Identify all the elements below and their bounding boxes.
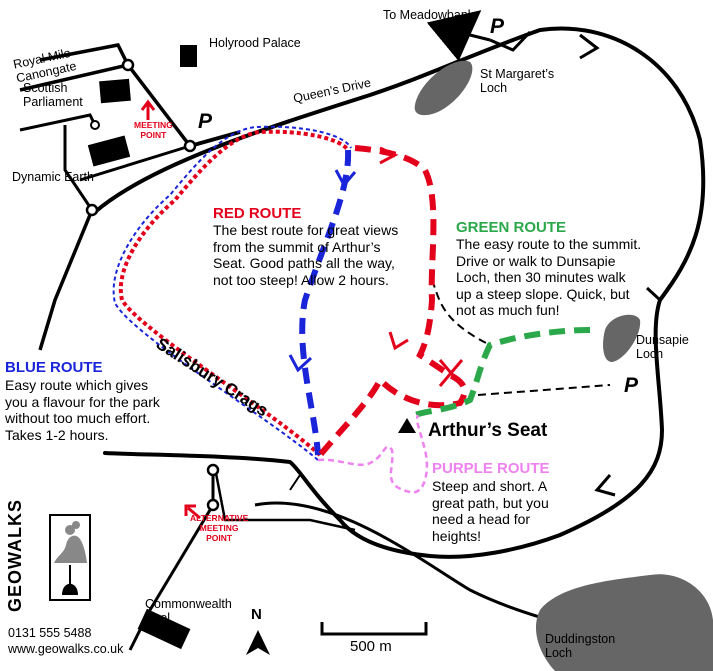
holyrood-palace-building bbox=[180, 45, 197, 67]
meadowbank-arrow bbox=[426, 10, 482, 62]
direction-arrow-bottom bbox=[594, 474, 616, 497]
royal-mile-road bbox=[19, 63, 129, 92]
label-st-margarets-loch: St Margaret’s Loch bbox=[480, 67, 555, 95]
label-dunsapie-loch: Dunsapie Loch bbox=[636, 333, 689, 361]
label-arthurs-seat: Arthur’s Seat bbox=[428, 420, 548, 441]
direction-arrow-right bbox=[645, 284, 672, 303]
green-route-description: The easy route to the summit. Drive or w… bbox=[456, 236, 642, 318]
red-route-description: The best route for great views from the … bbox=[213, 222, 399, 288]
red-route-title: RED ROUTE bbox=[213, 205, 302, 222]
north-arrow-icon bbox=[246, 630, 270, 655]
scale-label: 500 m bbox=[350, 638, 392, 655]
commonwealth-pool-building bbox=[137, 608, 191, 650]
alt-meeting-point-label: ALTERNATIVE MEETING POINT bbox=[190, 513, 249, 543]
green-route-title: GREEN ROUTE bbox=[456, 219, 567, 236]
blue-route-title: BLUE ROUTE bbox=[5, 359, 103, 376]
brand-name: GEOWALKS bbox=[5, 498, 25, 612]
parking-holyrood: P bbox=[198, 110, 213, 133]
label-scottish-parliament: Scottish Parliament bbox=[23, 81, 83, 109]
purple-route bbox=[317, 414, 429, 494]
north-label: N bbox=[251, 606, 262, 623]
meeting-point-arrow bbox=[140, 99, 156, 120]
red-route bbox=[317, 145, 468, 457]
label-commonwealth-pool: Commonwealth Pool bbox=[145, 597, 232, 625]
label-dynamic-earth: Dynamic Earth bbox=[12, 170, 94, 184]
scale-bar bbox=[320, 622, 428, 636]
blue-route-description: Easy route which gives you a flavour for… bbox=[5, 377, 160, 443]
alt-meeting-point-arrow bbox=[184, 504, 201, 520]
parliament-building bbox=[99, 78, 131, 104]
brand-website[interactable]: www.geowalks.co.uk bbox=[8, 642, 124, 656]
direction-arrow-top bbox=[579, 33, 600, 60]
duddingston-loch bbox=[535, 574, 713, 671]
label-meadowbank: To Meadowbank bbox=[383, 8, 475, 22]
geowalks-logo bbox=[49, 514, 91, 601]
st-margarets-loch bbox=[414, 60, 473, 116]
green-route bbox=[414, 327, 591, 418]
label-duddingston-loch: Duddingston Loch bbox=[545, 632, 616, 660]
summit-triangle-icon bbox=[398, 418, 416, 433]
red-blue-combined-path bbox=[118, 129, 350, 457]
meeting-point-label: MEETING POINT bbox=[134, 120, 173, 140]
parking-meadowbank: P bbox=[490, 15, 505, 38]
purple-route-title: PURPLE ROUTE bbox=[432, 460, 550, 477]
blue-route bbox=[299, 149, 352, 456]
label-holyrood-palace: Holyrood Palace bbox=[209, 36, 301, 50]
brand-phone: 0131 555 5488 bbox=[8, 626, 92, 640]
parking-dunsapie: P bbox=[624, 374, 639, 397]
dunsapie-loch bbox=[603, 314, 641, 362]
purple-route-description: Steep and short. A great path, but you n… bbox=[432, 478, 549, 544]
